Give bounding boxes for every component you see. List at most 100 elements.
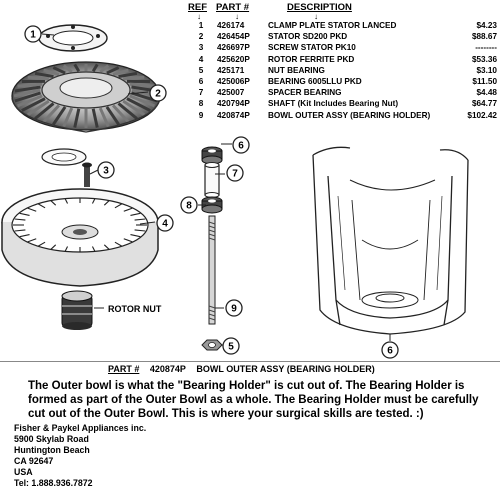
row-part-number: 420874P [217, 110, 250, 120]
col-header-description: DESCRIPTION [287, 2, 352, 13]
callout-number: 7 [232, 169, 238, 180]
callout-number: 6 [238, 141, 244, 152]
divider [0, 361, 500, 362]
parts-row: 7 425007 SPACER BEARING $4.48 [195, 88, 497, 99]
row-ref: 2 [198, 32, 204, 42]
row-price: $4.23 [476, 21, 498, 30]
parts-row: 5 425171 NUT BEARING $3.10 [195, 66, 497, 77]
col-header-part: PART # [216, 2, 250, 13]
address-line: Huntington Beach [14, 444, 90, 455]
row-price: $3.10 [476, 65, 498, 75]
row-price: $53.36 [471, 54, 497, 64]
callout-circle [97, 161, 115, 179]
callout-circle [149, 84, 167, 102]
address-line: 5900 Skylab Road [14, 433, 89, 444]
rotor-nut-part [61, 290, 104, 330]
row-ref: 3 [198, 43, 204, 53]
featured-part-label: PART # [108, 364, 140, 374]
row-part-number: 420794P [217, 99, 250, 109]
address-line: Tel: 1.888.936.7872 [14, 477, 93, 488]
parts-row: 6 425006P BEARING 6005LLU PKD $11.50 [195, 77, 497, 88]
col-header-ref: REF [188, 2, 207, 13]
address-line: USA [14, 466, 33, 477]
row-part-number: 425007 [217, 88, 245, 98]
row-ref: 5 [198, 65, 204, 75]
address-line: Fisher & Paykel Appliances inc. [14, 423, 147, 433]
row-description: SHAFT (Kit Includes Bearing Nut) [268, 99, 399, 109]
parts-row: 2 426454P STATOR SD200 PKD $88.67 [195, 32, 497, 43]
row-description: ROTOR FERRITE PKD [268, 54, 355, 64]
callout-number: 1 [30, 30, 36, 41]
bearing-lower-part [201, 196, 223, 214]
row-ref: 1 [198, 21, 204, 30]
callout-circle [226, 164, 244, 182]
row-description: SCREW STATOR PK10 [268, 43, 356, 53]
callout-number: 9 [231, 304, 237, 315]
parts-row: 8 420794P SHAFT (Kit Includes Bearing Nut)… [195, 99, 497, 110]
row-ref: 4 [198, 54, 204, 64]
row-description: CLAMP PLATE STATOR LANCED [268, 21, 397, 30]
address-line: CA 92647 [14, 455, 54, 466]
callout-circle [381, 341, 399, 359]
callout-number: 3 [103, 166, 109, 177]
row-description: SPACER BEARING [268, 88, 342, 98]
featured-part-number: 420874P [149, 364, 186, 374]
gasket-part [41, 148, 87, 166]
bearing-holder-note: The Outer bowl is what the "Bearing Hold… [28, 380, 479, 420]
spacer-part [204, 162, 220, 198]
row-ref: 7 [198, 88, 204, 98]
parts-row: 4 425620P ROTOR FERRITE PKD $53.36 [195, 55, 497, 66]
manufacturer-address: Fisher & Paykel Appliances inc. 5900 Sky… [14, 423, 146, 488]
row-ref: 6 [198, 77, 204, 86]
callout-number: 2 [155, 89, 161, 100]
row-ref: 9 [198, 110, 204, 120]
row-price: $11.50 [472, 77, 497, 86]
row-description: BOWL OUTER ASSY (BEARING HOLDER) [268, 110, 431, 120]
row-price: -------- [475, 43, 497, 53]
row-price: $4.48 [476, 88, 498, 98]
row-part-number: 426174 [217, 21, 245, 30]
callout-circle [222, 337, 240, 355]
row-part-number: 426697P [217, 43, 250, 53]
rotor-nut-label: ROTOR NUT [108, 304, 162, 314]
row-price: $88.67 [471, 32, 497, 42]
row-price: $64.77 [471, 99, 497, 109]
parts-row: 3 426697P SCREW STATOR PK10 -------- [195, 43, 497, 54]
rotor-part [1, 188, 159, 287]
callout-number: 5 [228, 342, 234, 353]
row-part-number: 425171 [217, 65, 245, 75]
shaft-part [208, 215, 216, 325]
bearing-top-part [201, 146, 223, 165]
stator-screw-part [82, 162, 92, 187]
row-part-number: 425620P [217, 54, 250, 64]
featured-part-description: BOWL OUTER ASSY (BEARING HOLDER) [196, 364, 375, 374]
parts-row: 1 426174 CLAMP PLATE STATOR LANCED $4.23 [195, 21, 497, 32]
bearing-nut-part [201, 339, 223, 351]
part-arrow: ↓ [235, 12, 239, 21]
callout-number: 8 [186, 201, 192, 212]
callout-circle [180, 196, 198, 214]
description-arrow: ↓ [314, 12, 318, 21]
stator-part [11, 61, 161, 133]
row-ref: 8 [198, 99, 204, 109]
row-part-number: 426454P [217, 32, 250, 42]
clamp-plate-part [38, 24, 108, 52]
callout-number: 6 [387, 346, 393, 357]
outer-bowl-part [312, 146, 469, 335]
row-price: $102.42 [467, 110, 497, 120]
row-description: NUT BEARING [268, 65, 325, 75]
leader-lines [41, 33, 391, 346]
row-description: BEARING 6005LLU PKD [268, 77, 362, 86]
featured-part-line: PART # 420874P BOWL OUTER ASSY (BEARING … [108, 364, 383, 374]
callout-circle [232, 136, 250, 154]
row-part-number: 425006P [217, 77, 250, 86]
callout-circle [24, 25, 42, 43]
callout-circle [156, 214, 174, 232]
row-description: STATOR SD200 PKD [268, 32, 348, 42]
callout-number: 4 [162, 219, 168, 230]
parts-row: 9 420874P BOWL OUTER ASSY (BEARING HOLDER)… [195, 111, 497, 122]
callout-circle [225, 299, 243, 317]
